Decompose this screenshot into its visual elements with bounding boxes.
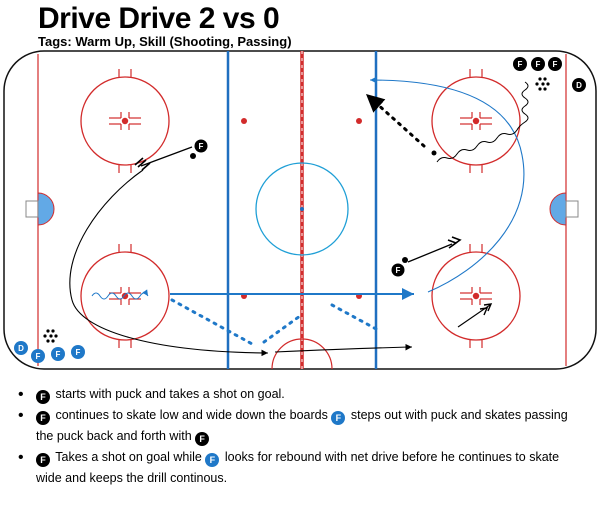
- player-f-shooter-left: F: [194, 139, 208, 153]
- puck-pile-upper-right: [535, 77, 550, 91]
- puck: [402, 257, 408, 263]
- faceoff-dot: [472, 292, 480, 300]
- player-f-icon: F: [36, 453, 50, 467]
- rink-boards: [3, 50, 597, 370]
- net-right: [565, 200, 579, 218]
- puck: [190, 153, 196, 159]
- note-text: continues to skate low and wide down the…: [55, 408, 328, 422]
- net-left: [25, 200, 39, 218]
- skate-path-left: [69, 169, 269, 357]
- goal-crease-right: [549, 192, 567, 226]
- goal-crease-left: [37, 192, 55, 226]
- svg-text:F: F: [553, 60, 558, 69]
- skate-path-bottom: [274, 343, 413, 353]
- player-f-shooter-right: F: [391, 263, 405, 277]
- svg-text:F: F: [536, 60, 541, 69]
- player-d-lower-left: D: [14, 341, 28, 355]
- faceoff-circle: [431, 69, 521, 173]
- svg-text:D: D: [576, 81, 582, 90]
- skate-path-right-blue: [369, 76, 525, 293]
- faceoff-circle: [80, 69, 170, 173]
- note-item: F continues to skate low and wide down t…: [18, 405, 588, 447]
- hockey-rink-diagram: F F F F F D: [3, 50, 597, 370]
- note-item: F starts with puck and takes a shot on g…: [18, 384, 588, 405]
- player-f-icon: F: [195, 432, 210, 446]
- player-f-icon: F: [331, 411, 346, 425]
- svg-text:D: D: [18, 344, 24, 353]
- player-d-upper-right: D: [572, 78, 586, 92]
- puck-carry-upper-right: [436, 81, 529, 163]
- pass-dotted-left: [170, 298, 256, 347]
- player-f-lower-left-1: F: [31, 349, 45, 363]
- drill-notes: F starts with puck and takes a shot on g…: [18, 384, 588, 489]
- player-f-lower-left-2: F: [51, 347, 65, 361]
- note-text: looks for rebound with net drive before …: [36, 450, 560, 485]
- referee-crease: [271, 338, 333, 370]
- svg-text:F: F: [56, 350, 61, 359]
- center-circle: [255, 162, 349, 256]
- player-f-upper-right-1: F: [513, 57, 527, 71]
- faceoff-dot: [121, 117, 129, 125]
- note-item: F Takes a shot on goal while F looks for…: [18, 447, 588, 489]
- svg-text:F: F: [518, 60, 523, 69]
- neutral-dot: [241, 118, 247, 124]
- pass-dotted-mid: [262, 314, 302, 344]
- note-text: starts with puck and takes a shot on goa…: [55, 387, 285, 401]
- drill-title: Drive Drive 2 vs 0: [38, 2, 280, 35]
- puck-carry-left: [91, 289, 149, 300]
- note-text: Takes a shot on goal while: [55, 450, 202, 464]
- player-f-upper-right-3: F: [548, 57, 562, 71]
- svg-text:F: F: [199, 142, 204, 151]
- pass-dotted-upper-right: [364, 92, 426, 148]
- svg-text:F: F: [396, 266, 401, 275]
- player-f-lower-left-3: F: [71, 345, 85, 359]
- neutral-dot: [356, 118, 362, 124]
- faceoff-dot: [472, 117, 480, 125]
- faceoff-circle: [431, 244, 521, 348]
- shot-arrow-right: [407, 243, 453, 263]
- player-f-icon: F: [36, 390, 50, 404]
- pass-dotted-right: [330, 303, 380, 332]
- note-text: steps out with puck and skates passing t…: [36, 408, 568, 443]
- player-f-upper-right-2: F: [531, 57, 545, 71]
- puck-pile-lower-left: [43, 329, 58, 343]
- svg-text:F: F: [36, 352, 41, 361]
- player-f-icon: F: [36, 411, 50, 425]
- svg-text:F: F: [76, 348, 81, 357]
- drill-tags: Tags: Warm Up, Skill (Shooting, Passing): [38, 34, 292, 49]
- faceoff-circle: [80, 244, 170, 348]
- player-f-icon: F: [205, 453, 220, 467]
